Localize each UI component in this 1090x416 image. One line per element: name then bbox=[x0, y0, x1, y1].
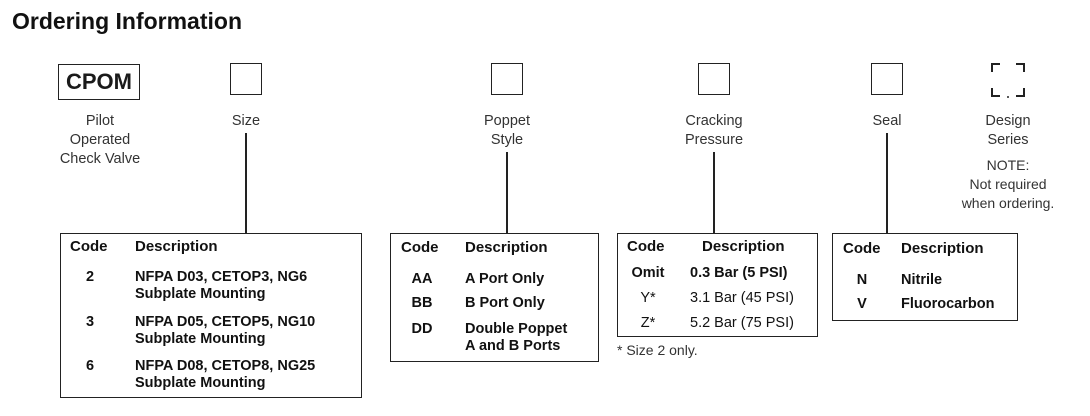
design-note-line: Not required bbox=[969, 176, 1047, 192]
description-line: A Port Only bbox=[465, 271, 545, 287]
design-note-line: when ordering. bbox=[961, 195, 1055, 211]
poppet-code-box bbox=[491, 63, 523, 95]
table-header-code: Code bbox=[627, 238, 665, 255]
poppet-table: Code Description AA A Port Only BB B Por… bbox=[390, 233, 599, 362]
cracking-code-box bbox=[698, 63, 730, 95]
table-cell-description: Double Poppet A and B Ports bbox=[465, 321, 567, 355]
seal-table: Code Description N Nitrile V Fluorocarbo… bbox=[832, 233, 1018, 321]
description-line: B Port Only bbox=[465, 295, 545, 311]
description-line: NFPA D05, CETOP5, NG10 bbox=[135, 314, 316, 330]
table-cell-code: N bbox=[856, 272, 868, 288]
table-cell-code: Z* bbox=[640, 315, 656, 331]
table-header-code: Code bbox=[401, 239, 439, 256]
description-line: NFPA D08, CETOP8, NG25 bbox=[135, 358, 316, 374]
table-cell-description: A Port Only bbox=[465, 271, 544, 288]
description-line: Subplate Mounting bbox=[135, 331, 266, 347]
size-table: Code Description 2 NFPA D03, CETOP3, NG6… bbox=[60, 233, 362, 398]
size-label: Size bbox=[232, 112, 260, 131]
seal-leader-line bbox=[886, 133, 888, 233]
size-code-box bbox=[230, 63, 262, 95]
table-header-code: Code bbox=[70, 238, 108, 255]
cracking-label: Cracking Pressure bbox=[685, 112, 743, 150]
table-cell-code: DD bbox=[411, 321, 433, 337]
design-label-line: Series bbox=[987, 132, 1029, 148]
table-cell-code: 6 bbox=[85, 358, 95, 374]
cracking-label-line: Cracking bbox=[685, 113, 743, 129]
seal-label: Seal bbox=[872, 112, 901, 131]
description-line: A and B Ports bbox=[465, 338, 561, 354]
table-cell-code: 2 bbox=[85, 269, 95, 285]
prefix-label-line: Pilot bbox=[85, 113, 115, 129]
prefix-label-line: Check Valve bbox=[59, 151, 141, 167]
table-header-description: Description bbox=[901, 240, 984, 257]
table-header-description: Description bbox=[135, 238, 218, 255]
poppet-leader-line bbox=[506, 152, 508, 233]
prefix-code-box: CPOM bbox=[58, 64, 140, 100]
table-cell-description: Fluorocarbon bbox=[901, 296, 995, 312]
table-cell-code: AA bbox=[411, 271, 433, 287]
cracking-label-line: Pressure bbox=[684, 132, 744, 148]
size-label-line: Size bbox=[231, 113, 261, 129]
table-cell-description: 5.2 Bar (75 PSI) bbox=[690, 315, 794, 331]
poppet-label-line: Style bbox=[490, 132, 524, 148]
poppet-label-line: Poppet bbox=[484, 113, 530, 129]
description-line: NFPA D03, CETOP3, NG6 bbox=[135, 269, 308, 285]
table-header-description: Description bbox=[465, 239, 548, 256]
page-title: Ordering Information bbox=[12, 8, 242, 34]
table-cell-description: NFPA D05, CETOP5, NG10 Subplate Mounting bbox=[135, 314, 315, 348]
prefix-label-line: Operated bbox=[69, 132, 131, 148]
design-code-box bbox=[991, 63, 1025, 98]
table-cell-code: V bbox=[857, 296, 867, 312]
table-cell-description: B Port Only bbox=[465, 295, 545, 312]
seal-code-box bbox=[871, 63, 903, 95]
seal-label-line: Seal bbox=[872, 113, 902, 129]
design-note-line: NOTE: bbox=[986, 157, 1030, 173]
table-cell-code: 3 bbox=[85, 314, 95, 330]
table-cell-description: Nitrile bbox=[901, 272, 943, 288]
table-cell-description: NFPA D03, CETOP3, NG6 Subplate Mounting bbox=[135, 269, 307, 303]
cracking-leader-line bbox=[713, 152, 715, 233]
size-leader-line bbox=[245, 133, 247, 233]
design-label-line: Design bbox=[985, 113, 1031, 129]
description-line: Subplate Mounting bbox=[135, 286, 266, 302]
table-header-code: Code bbox=[843, 240, 881, 257]
table-cell-description: 0.3 Bar (5 PSI) bbox=[690, 265, 788, 281]
design-label: Design Series bbox=[985, 112, 1030, 150]
table-cell-code: BB bbox=[411, 295, 433, 311]
table-header-description: Description bbox=[702, 238, 785, 255]
cracking-table: Code Description Omit 0.3 Bar (5 PSI) Y*… bbox=[617, 233, 818, 337]
table-cell-code: Omit bbox=[631, 265, 665, 281]
table-cell-description: 3.1 Bar (45 PSI) bbox=[690, 290, 794, 306]
table-cell-code: Y* bbox=[640, 290, 656, 306]
description-line: Double Poppet bbox=[465, 321, 568, 337]
description-line: Subplate Mounting bbox=[135, 375, 266, 391]
poppet-label: Poppet Style bbox=[484, 112, 530, 150]
design-note: NOTE: Not required when ordering. bbox=[962, 156, 1055, 213]
table-cell-description: NFPA D08, CETOP8, NG25 Subplate Mounting bbox=[135, 358, 315, 392]
prefix-label: Pilot Operated Check Valve bbox=[60, 112, 140, 169]
cracking-footnote: * Size 2 only. bbox=[617, 342, 698, 358]
